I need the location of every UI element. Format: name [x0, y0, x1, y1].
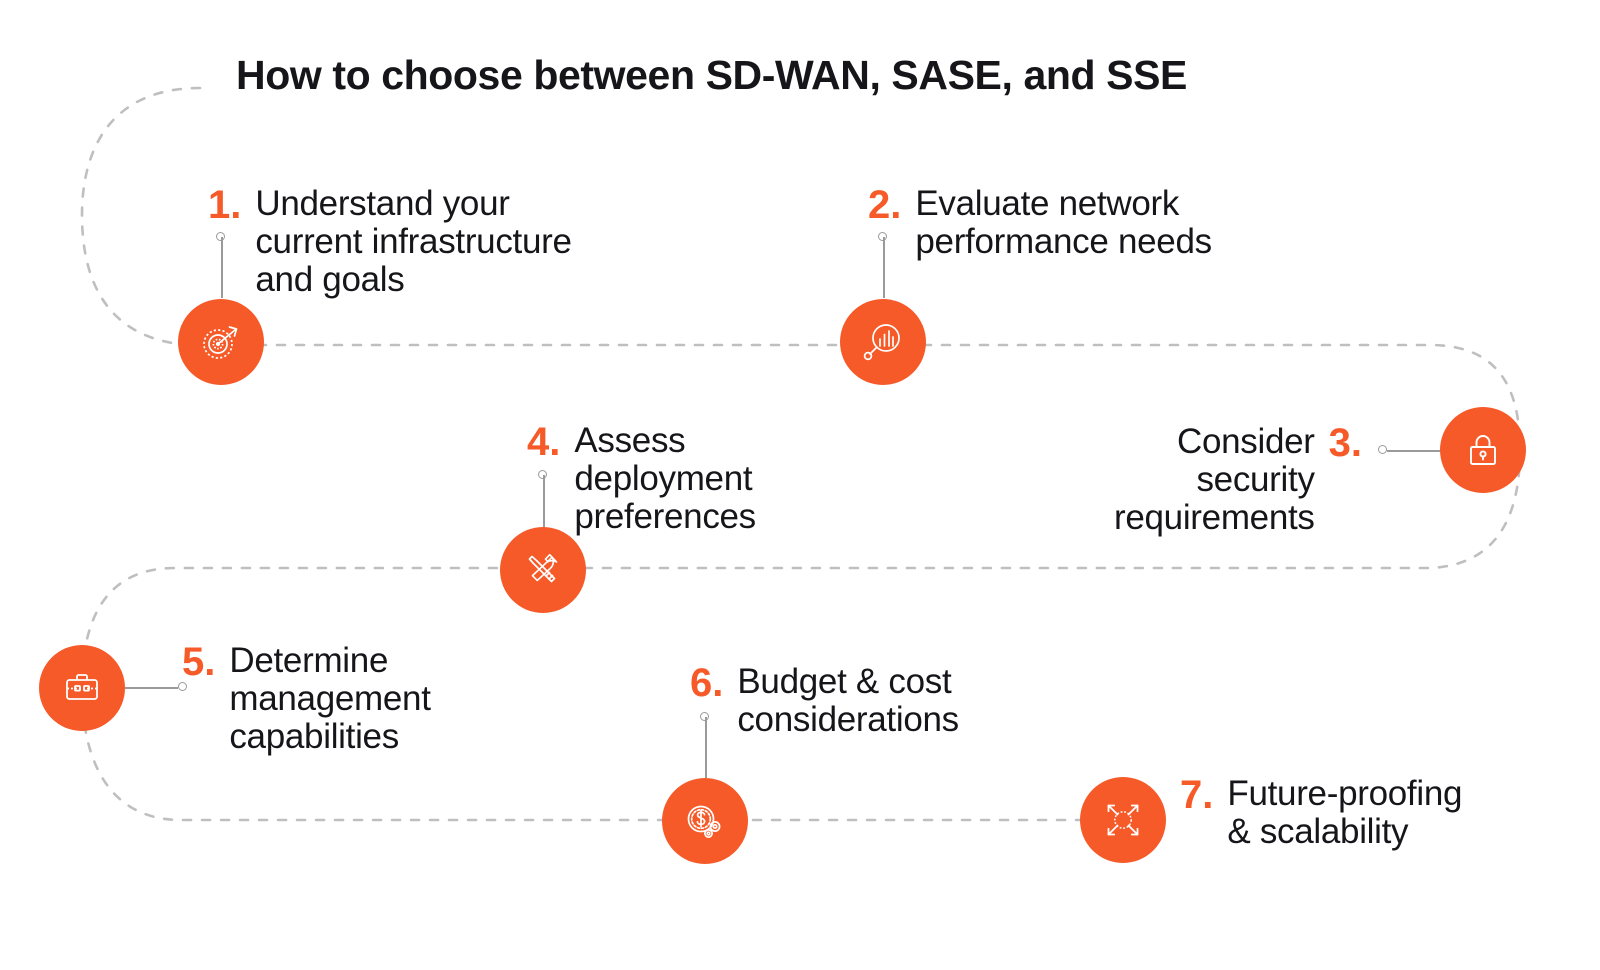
step-1-stem-line	[221, 237, 223, 298]
step-1-node[interactable]	[178, 299, 264, 385]
step-5-number: 5.	[182, 640, 216, 684]
page-title: How to choose between SD-WAN, SASE, and …	[236, 52, 1187, 98]
step-5-node[interactable]	[39, 645, 125, 731]
step-6-node[interactable]	[662, 778, 748, 864]
step-4-number: 4.	[527, 420, 561, 464]
step-3-text: 3. Consider security requirements	[1113, 421, 1362, 537]
step-1-stem	[216, 232, 227, 298]
step-7-text: 7. Future-proofing & scalability	[1180, 775, 1462, 851]
step-6-text: 6. Budget & cost considerations	[690, 663, 959, 739]
briefcase-icon	[66, 674, 98, 700]
step-4-stem	[538, 470, 549, 528]
step-1-stem-dot	[216, 232, 225, 241]
step-5-text: 5. Determine management capabilities	[182, 640, 431, 756]
step-3-leader-dot	[1378, 445, 1387, 454]
step-4-node[interactable]	[500, 527, 586, 613]
step-1-label: Understand your current infrastructure a…	[255, 184, 572, 299]
step-2-stem-line	[883, 237, 885, 298]
step-5-label: Determine management capabilities	[229, 641, 431, 756]
step-6-stem	[700, 712, 711, 778]
step-1-text: 1. Understand your current infrastructur…	[208, 183, 572, 299]
step-6-label: Budget & cost considerations	[737, 662, 959, 739]
padlock-icon	[1470, 435, 1496, 465]
step-5-leader-line	[125, 687, 178, 689]
step-4-stem-dot	[538, 470, 547, 479]
step-6-stem-dot	[700, 712, 709, 721]
step-5-leader	[125, 682, 187, 693]
step-3-node[interactable]	[1440, 407, 1526, 493]
step-2-stem	[878, 232, 889, 298]
wrench-screwdriver-icon	[528, 553, 558, 583]
step-5-leader-dot	[178, 682, 187, 691]
step-3-number: 3.	[1328, 421, 1362, 465]
step-2-label: Evaluate network performance needs	[915, 184, 1212, 261]
step-2-number: 2.	[868, 183, 902, 227]
step-2-text: 2. Evaluate network performance needs	[868, 185, 1212, 261]
magnifier-bar-chart-icon	[863, 324, 900, 361]
step-6-stem-line	[705, 717, 707, 778]
step-4-label: Assess deployment preferences	[574, 421, 756, 536]
step-3-leader-line	[1387, 450, 1440, 452]
step-4-text: 4. Assess deployment preferences	[527, 420, 756, 536]
expand-arrows-icon	[1107, 804, 1139, 836]
step-3-leader	[1378, 445, 1440, 456]
dollar-coin-gears-icon	[687, 805, 721, 838]
target-arrow-icon	[203, 326, 238, 359]
step-2-stem-dot	[878, 232, 887, 241]
step-7-label: Future-proofing & scalability	[1227, 774, 1463, 851]
step-3-label: Consider security requirements	[1113, 422, 1315, 537]
step-4-stem-line	[543, 475, 545, 528]
step-6-number: 6.	[690, 661, 724, 705]
step-1-number: 1.	[208, 183, 242, 227]
step-2-node[interactable]	[840, 299, 926, 385]
step-7-number: 7.	[1180, 773, 1214, 817]
step-7-node[interactable]	[1080, 777, 1166, 863]
